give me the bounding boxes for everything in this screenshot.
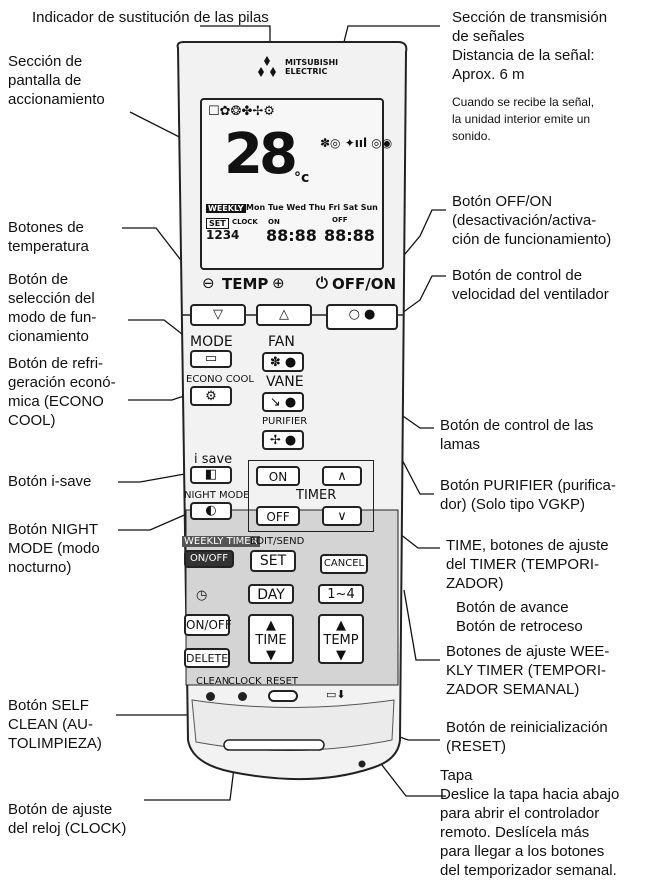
- timer-back-button[interactable]: ∨: [322, 506, 362, 526]
- reset-button[interactable]: [268, 690, 298, 702]
- purifier-label: PURIFIER: [262, 416, 308, 427]
- brand-logo: MITSUBISHI ELECTRIC: [255, 56, 338, 83]
- off-on-button[interactable]: ○ ●: [326, 304, 398, 330]
- fan-label: FAN: [268, 334, 295, 350]
- transmission-label: Sección de transmisión de señales Distan…: [452, 9, 608, 83]
- timer-sub-desc: Botón de avance Botón de retroceso: [456, 599, 583, 635]
- delete-label: DELETE: [186, 652, 229, 665]
- reset-label: RESET: [266, 676, 299, 687]
- time-label: TIME: [255, 633, 287, 648]
- weekly-onoff-button[interactable]: ON/OFF: [184, 550, 234, 568]
- set-button[interactable]: SET: [250, 550, 296, 572]
- timer-off-label: OFF: [266, 510, 290, 524]
- day-range-button[interactable]: 1~4: [318, 584, 364, 604]
- lcd-days: Mon Tue Wed Thu Fri Sat Sun: [246, 203, 378, 212]
- onoff2-label: ON/OFF: [186, 618, 232, 632]
- clock-button[interactable]: [238, 692, 247, 701]
- transmission-note: Cuando se recibe la señal, la unidad int…: [452, 95, 595, 143]
- weekly-onoff2-button[interactable]: ON/OFF: [184, 614, 232, 636]
- timer-off-button[interactable]: OFF: [256, 506, 300, 526]
- lcd-clock: CLOCK: [232, 218, 258, 226]
- off-on-desc: Botón OFF/ON (desactivación/activa- ción…: [452, 193, 612, 248]
- power-icon: ⏻: [316, 274, 328, 292]
- vane-button[interactable]: ↘ ●: [262, 392, 304, 412]
- clock-small-icon: ◷: [196, 588, 208, 603]
- mode-button-label: Botón de selección del modo de fun- cion…: [8, 271, 97, 345]
- timer-on-button[interactable]: ON: [256, 466, 300, 486]
- purifier-button[interactable]: ✢ ●: [262, 430, 304, 450]
- isave-button[interactable]: ◧: [190, 466, 232, 484]
- temp2-label: TEMP: [323, 633, 359, 648]
- night-mode-label: NIGHT MODE: [184, 490, 250, 501]
- lcd-time: 88:88: [266, 226, 317, 245]
- day-label: DAY: [257, 587, 285, 603]
- lcd-unit: °c: [294, 170, 310, 186]
- lcd-time-2: 88:88: [324, 226, 375, 245]
- econo-cool-button[interactable]: ⚙: [190, 386, 232, 406]
- isave-label: i save: [194, 452, 233, 467]
- purifier-desc: Botón PURIFIER (purifica- dor) (Solo tip…: [440, 477, 616, 513]
- mode-button[interactable]: ▭: [190, 350, 232, 368]
- set-label: SET: [259, 553, 287, 569]
- lcd-fan-icons: ✽◎ ✦ııl ◎◉: [320, 136, 393, 150]
- clock-label: CLOCK: [228, 676, 262, 687]
- self-clean-desc: Botón SELF CLEAN (AU- TOLIMPIEZA): [8, 697, 102, 752]
- vane-desc: Botón de control de las lamas: [440, 417, 594, 453]
- weekly-timer-desc: Botones de ajuste WEE- KLY TIMER (TEMPOR…: [446, 643, 610, 698]
- lcd-weekly: WEEKLY: [206, 204, 246, 213]
- timer-box: [248, 460, 374, 532]
- temp-plus-icon: ⊕: [272, 274, 285, 292]
- temp-up-button[interactable]: △: [256, 304, 312, 326]
- day-button[interactable]: DAY: [248, 584, 294, 604]
- weekly-onoff-label: ON/OFF: [189, 553, 229, 564]
- temp-buttons-label: Botones de temperatura: [8, 219, 89, 255]
- cover-desc: Tapa Deslice la tapa hacia abajo para ab…: [440, 767, 620, 879]
- lcd-temperature: 28: [224, 122, 298, 187]
- isave-desc: Botón i-save: [8, 473, 92, 490]
- mode-label: MODE: [190, 334, 233, 350]
- night-mode-button[interactable]: ◐: [190, 502, 232, 520]
- battery-indicator-label: Indicador de sustitución de las pilas: [32, 9, 269, 26]
- lcd-on: ON: [268, 218, 280, 226]
- display-section-label: Sección de pantalla de accionamiento: [8, 53, 105, 108]
- time-button[interactable]: ▲TIME▼: [248, 614, 294, 664]
- weekly-timer-label: WEEKLY TIMER: [182, 536, 260, 547]
- lcd-off: OFF: [332, 216, 348, 224]
- lcd-digits-left: 1234: [206, 228, 240, 242]
- battery-icon: ▭⬇: [326, 688, 346, 701]
- night-mode-desc: Botón NIGHT MODE (modo nocturno): [8, 521, 100, 576]
- lcd-display: ☐✿❂✤✢⚙ 28 °c ✽◎ ✦ııl ◎◉ WEEKLY Mon Tue W…: [200, 98, 392, 270]
- econo-cool-label: ECONO COOL: [186, 374, 254, 385]
- timer-label: TIMER: [296, 488, 337, 503]
- mitsubishi-diamonds-icon: [258, 56, 276, 77]
- brand-line1: MITSUBISHI: [285, 58, 339, 67]
- lcd-mode-icons: ☐✿❂✤✢⚙: [208, 104, 275, 119]
- brand-line2: ELECTRIC: [285, 67, 328, 76]
- temp2-button[interactable]: ▲TEMP▼: [318, 614, 364, 664]
- timer-on-label: ON: [268, 470, 288, 484]
- self-clean-button[interactable]: [206, 692, 215, 701]
- timer-forward-button[interactable]: ∧: [322, 466, 362, 486]
- temp-label: TEMP: [222, 275, 269, 293]
- fan-button[interactable]: ✽ ●: [262, 352, 304, 372]
- temp-down-button[interactable]: ▽: [190, 304, 246, 326]
- timer-desc: TIME, botones de ajuste del TIMER (TEMPO…: [446, 537, 609, 592]
- vane-label: VANE: [266, 374, 304, 390]
- edit-send-label: EDIT/SEND: [250, 536, 305, 547]
- fan-speed-desc: Botón de control de velocidad del ventil…: [452, 267, 609, 303]
- day-range-label: 1~4: [327, 587, 355, 602]
- clean-label: CLEAN: [196, 676, 230, 687]
- off-on-label: OFF/ON: [332, 275, 397, 293]
- reset-desc: Botón de reinicialización (RESET): [446, 719, 608, 755]
- cancel-label: CANCEL: [323, 558, 365, 569]
- econo-cool-desc: Botón de refri- geración econó- mica (EC…: [8, 355, 116, 429]
- delete-button[interactable]: DELETE: [184, 648, 230, 668]
- cancel-button[interactable]: CANCEL: [320, 554, 368, 574]
- lcd-set: SET: [206, 218, 229, 229]
- temp-minus-icon: ⊖: [202, 274, 215, 292]
- clock-desc: Botón de ajuste del reloj (CLOCK): [8, 801, 127, 837]
